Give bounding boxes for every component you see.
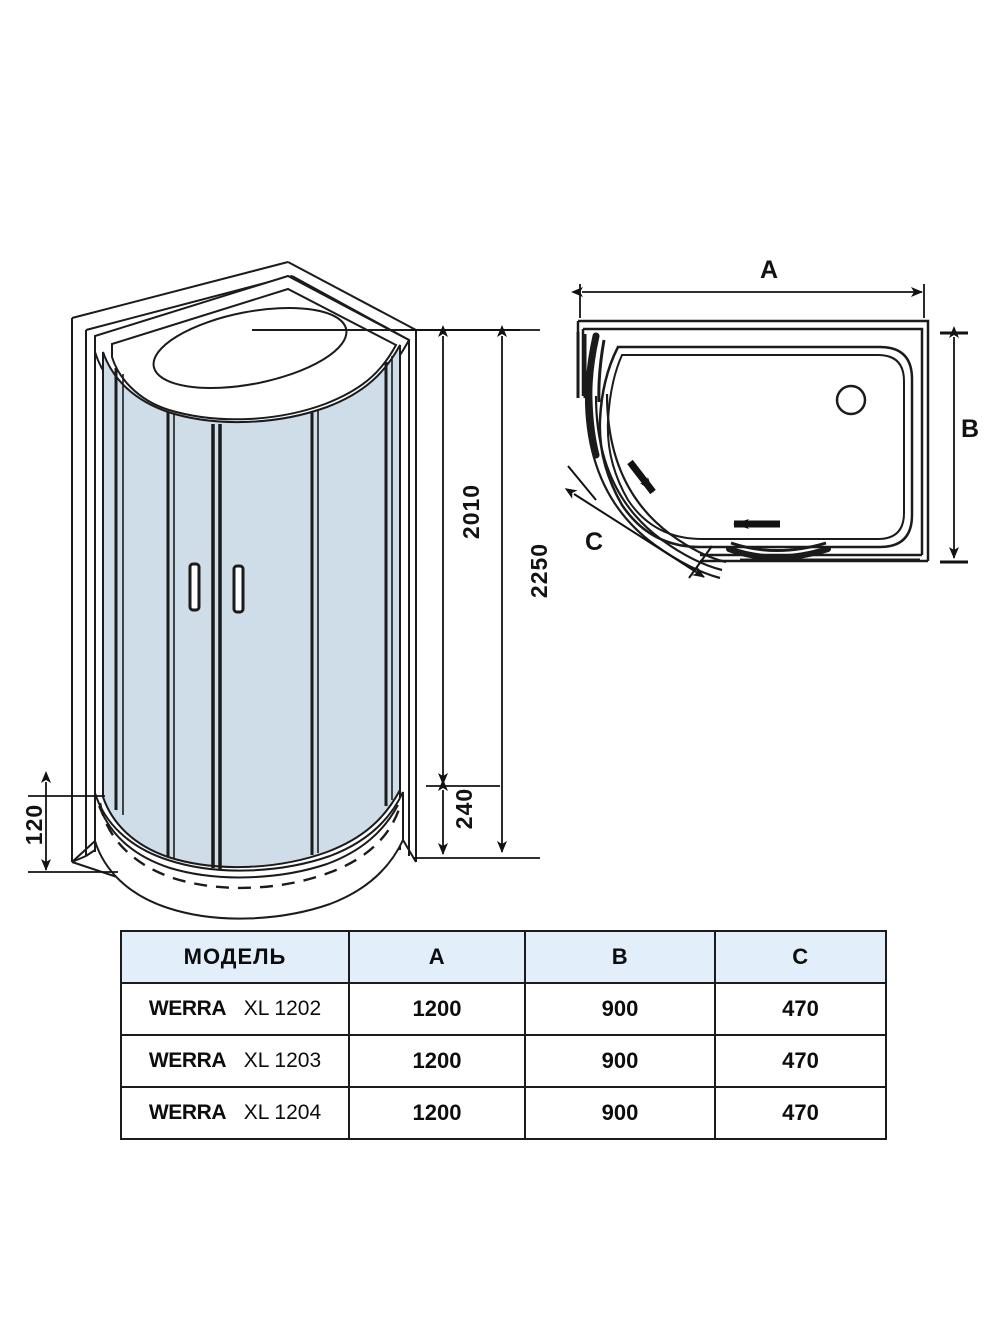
model-brand: WERRA xyxy=(148,1101,227,1124)
cell-c: 470 xyxy=(714,982,887,1036)
cell-c: 470 xyxy=(714,1086,887,1140)
dimension-B-group xyxy=(940,326,968,564)
dimension-label-A: A xyxy=(760,256,779,284)
plan-door-leaf-bottom[interactable] xyxy=(726,541,831,561)
cell-a: 1200 xyxy=(348,1034,526,1088)
door-mullions xyxy=(114,356,393,869)
dimension-label-240: 240 xyxy=(451,787,478,830)
dimension-label-B: B xyxy=(961,415,980,443)
specification-table-container: МОДЕЛЬ A B C WERRA XL 1202 1200 900 470 xyxy=(120,930,887,1140)
cell-model: WERRA XL 1203 xyxy=(120,1034,350,1088)
column-header-b: B xyxy=(524,930,716,984)
model-brand: WERRA xyxy=(148,997,227,1020)
dimension-label-120: 120 xyxy=(21,803,48,846)
plan-view xyxy=(564,284,968,580)
slide-arrow-upper xyxy=(627,459,656,495)
cell-model: WERRA XL 1202 xyxy=(120,982,350,1036)
dimension-A-group xyxy=(571,284,925,318)
glass-panel-assembly xyxy=(102,344,401,869)
glass-fill xyxy=(102,344,401,869)
plan-tray-outline xyxy=(598,345,914,549)
door-handle-right[interactable] xyxy=(232,564,245,614)
dimension-label-2010: 2010 xyxy=(458,483,485,540)
cell-model: WERRA XL 1204 xyxy=(120,1086,350,1140)
door-handle-left[interactable] xyxy=(188,562,201,612)
dimension-lines-perspective xyxy=(410,325,540,859)
model-brand: WERRA xyxy=(148,1049,227,1072)
model-variant: XL 1204 xyxy=(243,1101,322,1124)
drain-hole-icon xyxy=(835,384,867,416)
dimension-label-C: C xyxy=(585,528,604,556)
table-row: WERRA XL 1202 1200 900 470 xyxy=(120,982,887,1036)
model-variant: XL 1202 xyxy=(243,997,322,1020)
dimension-label-2250: 2250 xyxy=(526,542,553,599)
model-variant: XL 1203 xyxy=(243,1049,322,1072)
column-header-c: C xyxy=(714,930,887,984)
plan-door-leaf-left-inner xyxy=(597,339,606,403)
dimension-120-group xyxy=(28,771,118,873)
column-header-model: МОДЕЛЬ xyxy=(120,930,350,984)
cell-a: 1200 xyxy=(348,982,526,1036)
cell-b: 900 xyxy=(524,1086,716,1140)
tray-skirt-edges xyxy=(71,839,417,863)
plan-left-jamb xyxy=(576,332,587,398)
dim-C xyxy=(564,488,705,578)
plan-door-leaf-left[interactable] xyxy=(585,332,600,459)
table-row: WERRA XL 1203 1200 900 470 xyxy=(120,1034,887,1088)
table-header: МОДЕЛЬ A B C xyxy=(120,930,887,984)
tray-inner-rim xyxy=(98,804,399,879)
perspective-view xyxy=(28,261,540,920)
tray-hidden-contour xyxy=(98,802,403,890)
cell-b: 900 xyxy=(524,982,716,1036)
dimension-C-group xyxy=(564,465,713,579)
specification-table: МОДЕЛЬ A B C WERRA XL 1202 1200 900 470 xyxy=(120,930,887,1140)
table-row: WERRA XL 1204 1200 900 470 xyxy=(120,1086,887,1140)
cell-a: 1200 xyxy=(348,1086,526,1140)
table-body: WERRA XL 1202 1200 900 470 WERRA XL 1203… xyxy=(120,982,887,1140)
table-header-row: МОДЕЛЬ A B C xyxy=(120,930,887,984)
cell-c: 470 xyxy=(714,1034,887,1088)
column-header-a: A xyxy=(348,930,526,984)
ext-tick-C-top xyxy=(567,465,597,501)
cell-b: 900 xyxy=(524,1034,716,1088)
